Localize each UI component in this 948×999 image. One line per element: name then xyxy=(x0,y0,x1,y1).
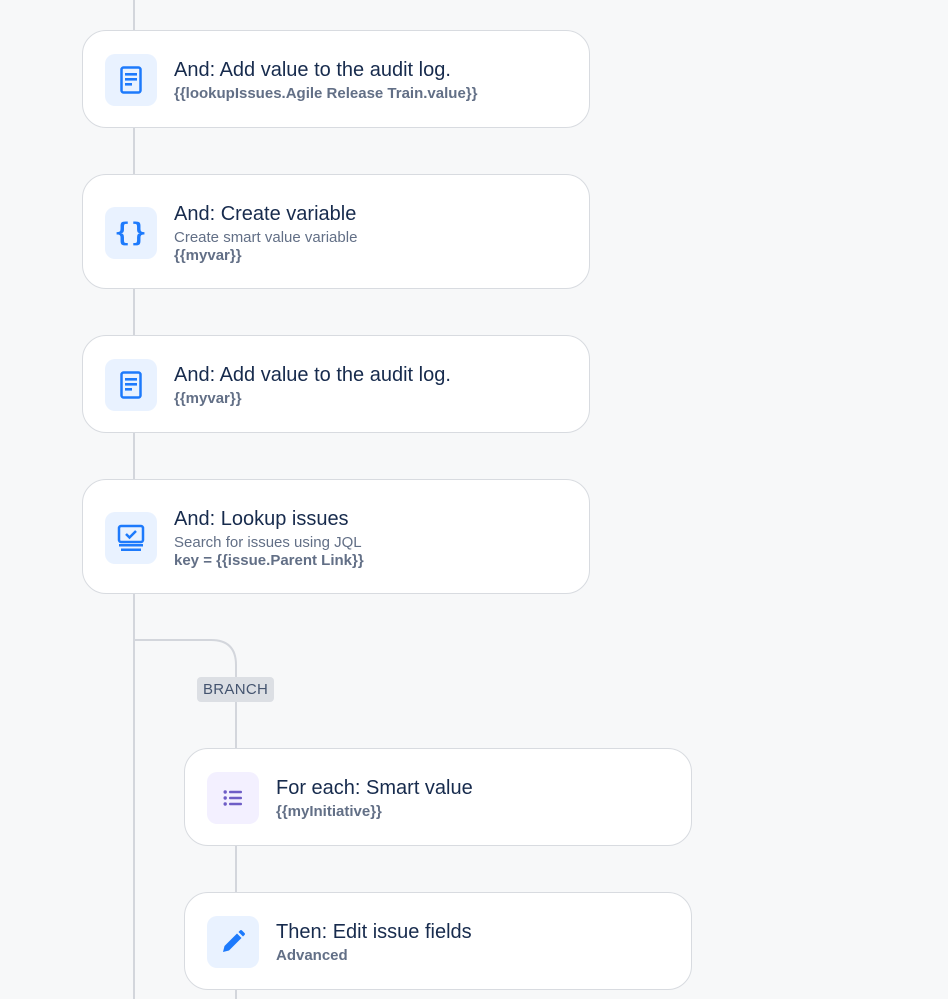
step-title: Then: Edit issue fields xyxy=(276,921,472,943)
audit-log-icon xyxy=(105,359,157,411)
step-description: Create smart value variable xyxy=(174,229,358,246)
step-detail: {{myvar}} xyxy=(174,247,242,264)
step-detail: Advanced xyxy=(276,947,348,964)
step-title: And: Add value to the audit log. xyxy=(174,59,451,81)
step-title: And: Add value to the audit log. xyxy=(174,364,451,386)
step-card-create-variable[interactable]: {} And: Create variable Create smart val… xyxy=(82,174,590,289)
step-card-audit-log[interactable]: And: Add value to the audit log. {{myvar… xyxy=(82,335,590,433)
step-detail: {{myInitiative}} xyxy=(276,803,382,820)
audit-log-icon xyxy=(105,54,157,106)
branch-connector-curve xyxy=(134,639,237,750)
step-description: Search for issues using JQL xyxy=(174,534,362,551)
step-detail: {{lookupIssues.Agile Release Train.value… xyxy=(174,85,478,102)
pencil-icon xyxy=(207,916,259,968)
step-detail: {{myvar}} xyxy=(174,390,242,407)
step-card-audit-log[interactable]: And: Add value to the audit log. {{looku… xyxy=(82,30,590,128)
step-card-for-each[interactable]: For each: Smart value {{myInitiative}} xyxy=(184,748,692,846)
list-icon xyxy=(207,772,259,824)
branch-badge: BRANCH xyxy=(197,677,275,702)
step-card-lookup-issues[interactable]: And: Lookup issues Search for issues usi… xyxy=(82,479,590,594)
step-card-edit-issue-fields[interactable]: Then: Edit issue fields Advanced xyxy=(184,892,692,990)
lookup-issues-icon xyxy=(105,512,157,564)
step-title: And: Create variable xyxy=(174,203,357,225)
step-detail: key = {{issue.Parent Link}} xyxy=(174,552,364,569)
braces-icon: {} xyxy=(105,207,157,259)
step-title: And: Lookup issues xyxy=(174,508,349,530)
step-title: For each: Smart value xyxy=(276,777,473,799)
